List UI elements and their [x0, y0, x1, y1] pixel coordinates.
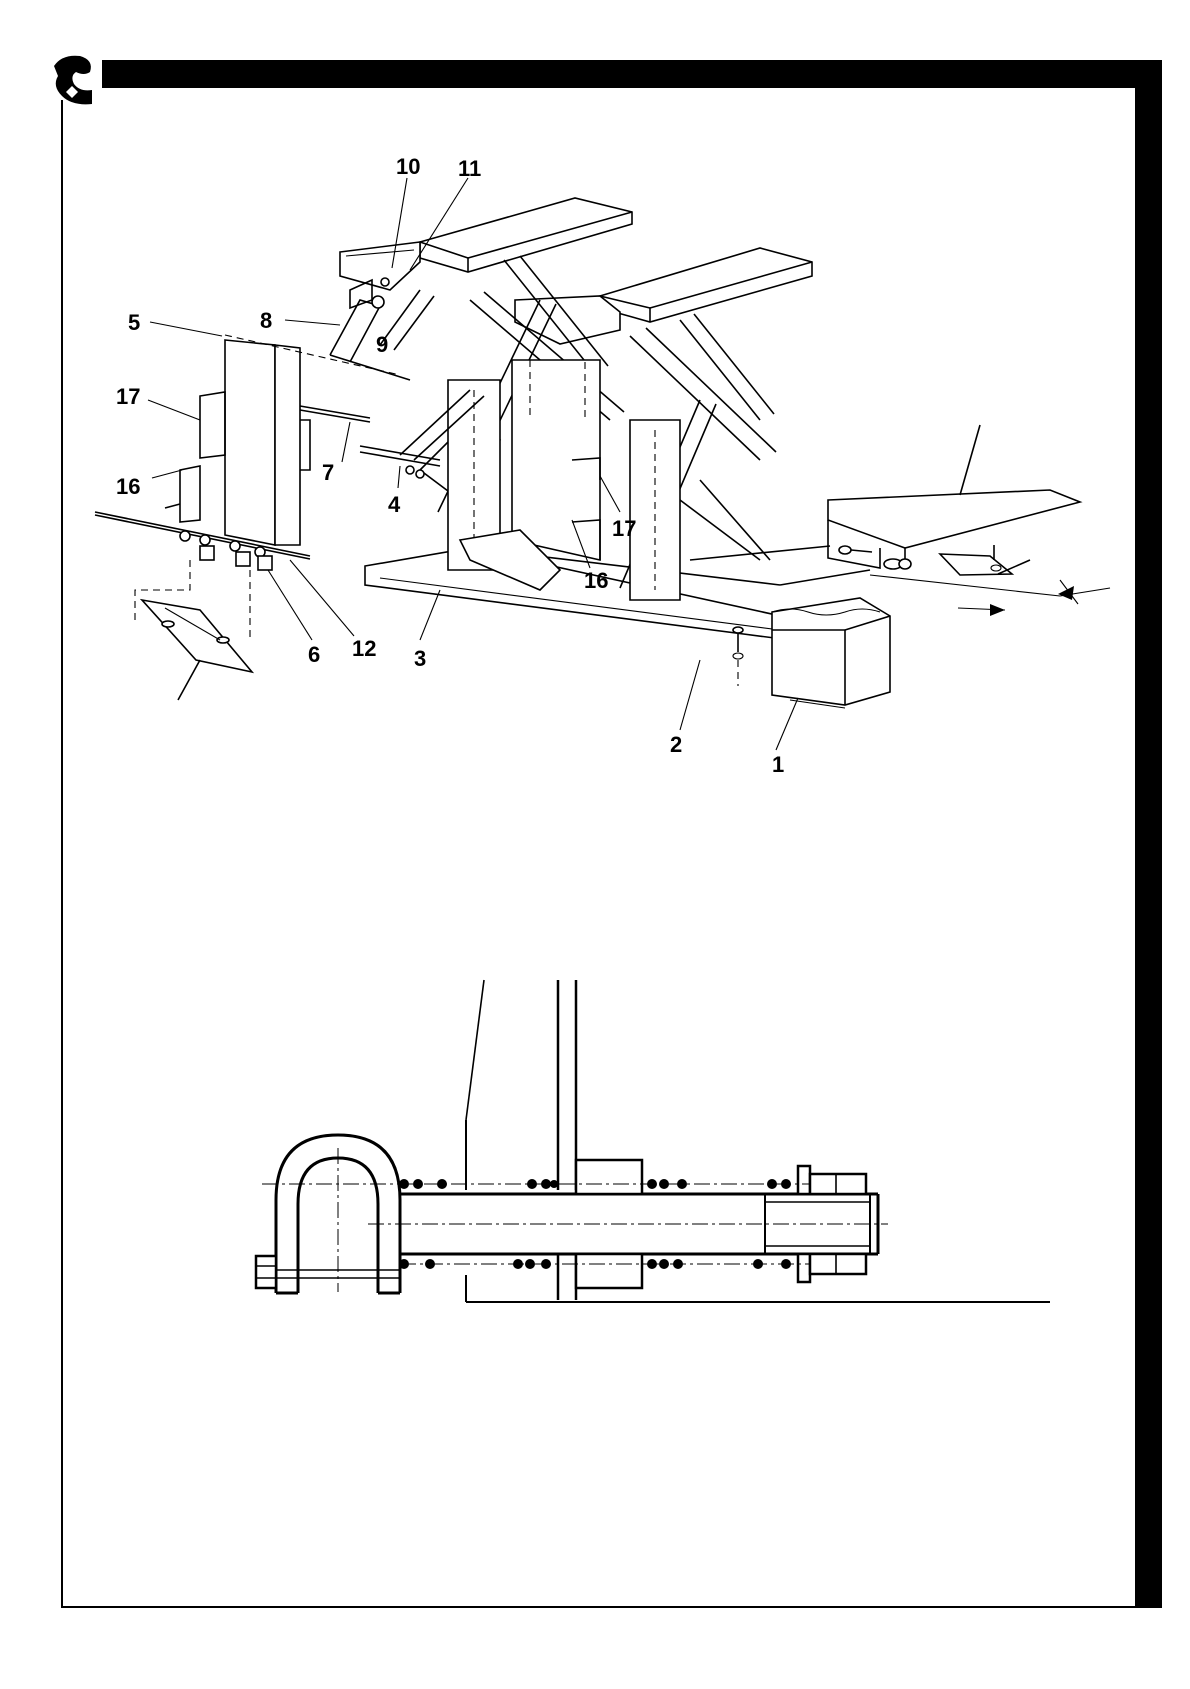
stylized-hand-logo-icon: [54, 56, 92, 105]
callout-5: 5: [128, 310, 140, 335]
right-border-bar: [1135, 60, 1162, 1608]
header-bar: [102, 60, 1162, 88]
callout-17-left: 17: [116, 384, 140, 409]
callout-11: 11: [458, 156, 481, 181]
callout-6: 6: [308, 642, 320, 667]
upper-cross-bars: [330, 278, 434, 380]
exploded-view-diagram: 10 11 5 8 9 17 16 7 4 17 16 6 12 3 2 1: [95, 154, 1110, 777]
centre-cover-plate: [512, 360, 600, 560]
callout-16-right: 16: [584, 568, 608, 593]
block-part-1: [772, 598, 890, 708]
callout-16-left: 16: [116, 474, 140, 499]
callout-9: 9: [376, 332, 388, 357]
section-view-diagram: [256, 980, 1050, 1302]
callout-3: 3: [414, 646, 426, 671]
callout-12: 12: [352, 636, 376, 661]
callout-8: 8: [260, 308, 272, 333]
ramp: [828, 425, 1080, 568]
base-bolt: [733, 627, 743, 686]
rear-platform: [340, 198, 632, 290]
loose-plate: [135, 560, 252, 700]
callout-7: 7: [322, 460, 334, 485]
callout-2: 2: [670, 732, 682, 757]
callout-10: 10: [396, 154, 420, 179]
callout-17-right: 17: [612, 516, 636, 541]
callout-1: 1: [772, 752, 784, 777]
shackle-nut: [256, 1256, 276, 1288]
callout-4: 4: [388, 492, 401, 517]
